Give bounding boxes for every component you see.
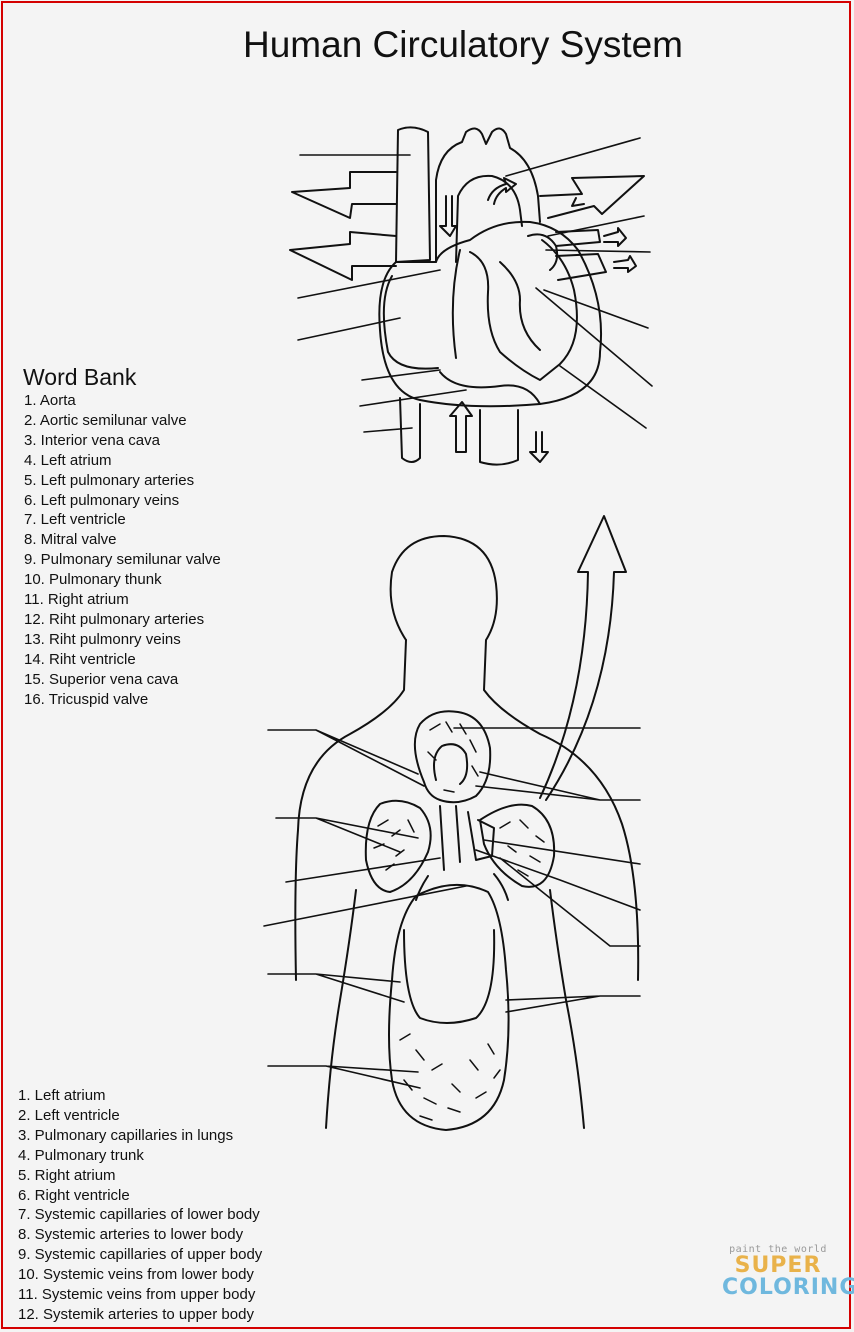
heart-leader-lines (297, 137, 653, 433)
logo-line-2: COLORING (722, 1275, 854, 1300)
up-arrow (539, 515, 627, 801)
heart-term: 10. Pulmonary thunk (24, 571, 162, 589)
body-leader-lines (263, 727, 641, 1089)
logo-tagline: paint the world (729, 1244, 827, 1255)
heart-term: 4. Left atrium (24, 451, 112, 469)
body-term: 4. Pulmonary trunk (18, 1146, 144, 1164)
heart-term: 1. Aorta (24, 392, 76, 409)
body-term: 8. Systemic arteries to lower body (18, 1226, 244, 1244)
aortic-arch (435, 127, 541, 263)
body-term: 11. Systemic veins from upper body (18, 1286, 256, 1304)
superior-vena-cava (395, 126, 431, 263)
body-word-list: 1. Left atrium 2. Left ventricle 3. Pulm… (18, 1086, 262, 1325)
super-coloring-logo: paint the world SUPER COLORING (722, 1244, 854, 1310)
heart-diagram (289, 126, 653, 466)
page-title: Human Circulatory System (243, 24, 684, 65)
logo-line-1: SUPER (734, 1253, 822, 1278)
body-term: 12. Systemik arteries to upper body (18, 1305, 254, 1323)
heart-term: 6. Left pulmonary veins (24, 491, 180, 509)
heart-term: 5. Left pulmonary arteries (24, 471, 195, 489)
left-arrow-lower (289, 231, 397, 281)
left-lung (479, 803, 556, 888)
heart-term: 8. Mitral valve (24, 531, 117, 549)
inferior-vena-cava (399, 397, 421, 463)
heart-word-list: 1. Aorta 2. Aortic semilunar valve 3. In… (24, 391, 221, 710)
heart-term: 11. Right atrium (24, 591, 129, 609)
heart-outline (378, 220, 603, 408)
body-diagram (263, 515, 641, 1131)
body-term: 9. Systemic capillaries of upper body (18, 1246, 263, 1264)
body-term: 3. Pulmonary capillaries in lungs (18, 1126, 234, 1144)
word-bank-title: Word Bank (23, 364, 137, 390)
right-arrow (539, 175, 645, 219)
heart-term: 3. Interior vena cava (24, 431, 160, 449)
heart-term: 15. Superior vena cava (24, 670, 179, 688)
heart-term: 13. Riht pulmonry veins (24, 630, 181, 648)
left-arrow-upper (291, 171, 397, 219)
lower-capillaries (388, 883, 510, 1131)
heart-term: 16. Tricuspid valve (24, 690, 149, 708)
heart-term: 2. Aortic semilunar valve (24, 411, 187, 429)
head-outline (389, 535, 640, 981)
heart-term: 9. Pulmonary semilunar valve (24, 551, 221, 569)
body-term: 1. Left atrium (18, 1087, 106, 1104)
body-term: 10. Systemic veins from lower body (18, 1266, 254, 1284)
right-lung (364, 799, 432, 893)
heart-term: 7. Left ventricle (24, 511, 126, 529)
body-term: 2. Left ventricle (18, 1106, 120, 1124)
body-term: 6. Right ventricle (18, 1186, 130, 1204)
upper-capillaries (413, 710, 492, 804)
body-term: 5. Right atrium (18, 1166, 116, 1184)
heart-term: 14. Riht ventricle (24, 650, 136, 668)
heart-term: 12. Riht pulmonary arteries (24, 610, 205, 628)
body-term: 7. Systemic capillaries of lower body (18, 1206, 260, 1224)
